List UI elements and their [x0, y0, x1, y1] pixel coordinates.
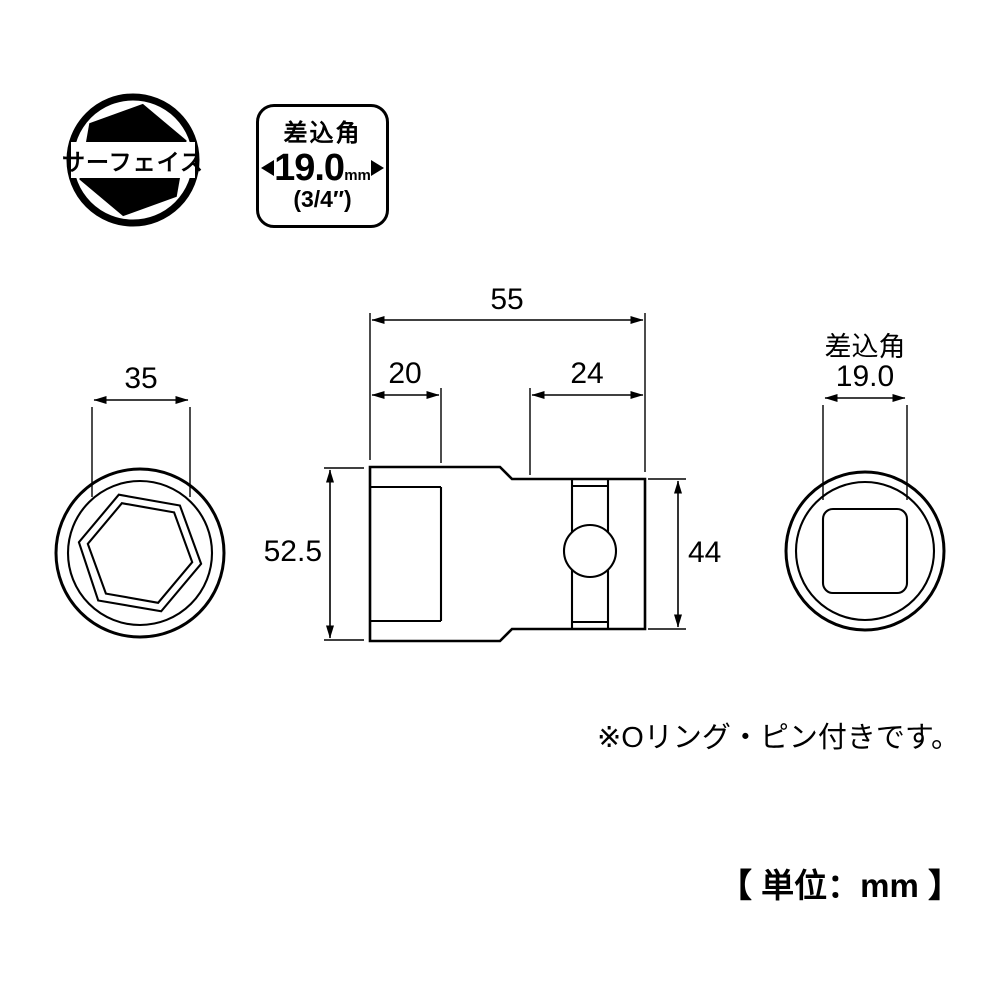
dim-value-44: 44: [688, 536, 721, 569]
left-arrow-icon: [261, 159, 274, 176]
front-outer-circle: [54, 467, 226, 639]
logo-text: サーフェイス: [62, 149, 204, 175]
socket-body-outline: [368, 465, 647, 643]
dim-value-55: 55: [490, 283, 523, 316]
dimension-total-length: 55: [369, 283, 646, 472]
dim-value-52-5: 52.5: [264, 535, 322, 568]
dimension-drive-height: 44: [648, 478, 721, 630]
front-view: [54, 467, 226, 639]
dimension-front-width: 35: [91, 362, 191, 497]
badge-inches: (3/4″): [293, 185, 352, 212]
dimension-drive-length: 24: [529, 357, 644, 475]
brand-logo: サーフェイス: [62, 93, 204, 227]
badge-size-unit: mm: [344, 166, 371, 184]
rear-inner-circle: [794, 480, 936, 622]
drive-size-badge: 差込角 19.0 mm (3/4″): [256, 104, 389, 228]
rear-outer-circle: [784, 470, 946, 632]
right-arrow-icon: [370, 159, 384, 176]
dimension-rear-drive: 差込角 19.0: [822, 332, 908, 500]
pin-hole: [562, 523, 618, 579]
badge-title: 差込角: [283, 119, 362, 147]
rear-view: [784, 470, 946, 632]
front-hex-outer: [77, 493, 203, 613]
logo-ring: [66, 93, 200, 227]
rear-square-drive: [821, 507, 909, 595]
dim-value-19-0: 19.0: [836, 360, 894, 393]
dim-value-35: 35: [124, 362, 157, 395]
dim-value-24: 24: [570, 357, 603, 390]
rear-drive-title: 差込角: [825, 332, 906, 362]
logo-band: [71, 142, 195, 178]
front-inner-circle: [66, 479, 214, 627]
dimension-bore-depth: 20: [371, 357, 442, 463]
dim-value-20: 20: [388, 357, 421, 390]
dimension-head-height: 52.5: [264, 467, 364, 641]
badge-size-value: 19.0: [274, 146, 345, 189]
side-view: [368, 465, 647, 643]
unit-label: 【 単位：mm 】: [719, 867, 961, 904]
badge-size-row: 19.0 mm: [261, 149, 384, 187]
oring-note: ※Oリング・ピン付きです。: [597, 721, 960, 754]
front-hex-inner: [86, 502, 194, 604]
